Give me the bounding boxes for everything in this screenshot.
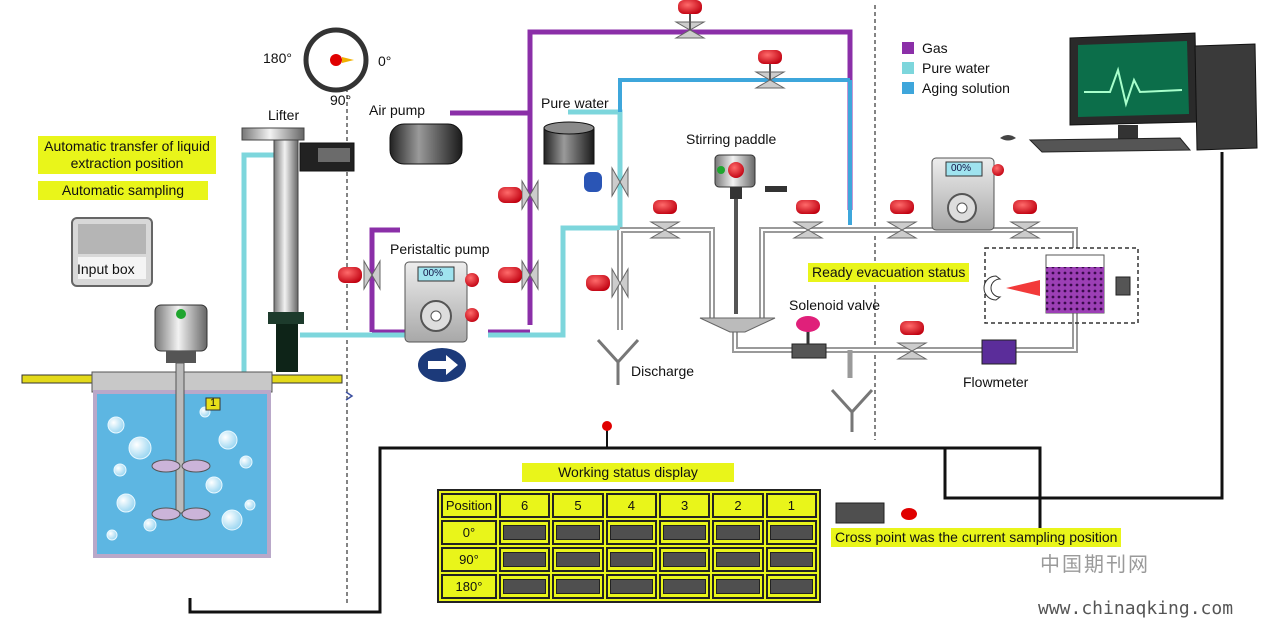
dial-angle-90: 90°	[330, 92, 352, 108]
table-cell	[499, 574, 551, 599]
flowmeter-label: Flowmeter	[963, 374, 1029, 390]
dial-angle-180: 180°	[263, 50, 292, 66]
input-box-label: Input box	[77, 261, 135, 277]
valve[interactable]	[886, 200, 918, 239]
table-col-header: 5	[552, 493, 604, 518]
discharge-symbol	[596, 338, 874, 432]
table-row-header: 0°	[441, 520, 497, 545]
cross-point-callout: Cross point was the current sampling pos…	[831, 528, 1122, 547]
peristaltic-pump-2[interactable]	[931, 157, 1004, 231]
table-row-header: 90°	[441, 547, 497, 572]
table-col-header: 3	[658, 493, 711, 518]
dial-angle-0: 0°	[378, 53, 392, 69]
legend-pure-water: Pure water	[902, 60, 990, 76]
discharge-label: Discharge	[631, 363, 695, 379]
table-col-header: 4	[605, 493, 657, 518]
legend-gas: Gas	[902, 40, 948, 56]
table-cell	[712, 547, 764, 572]
table-col-header: 1	[765, 493, 817, 518]
valve[interactable]	[1009, 200, 1041, 239]
table-cell	[605, 547, 657, 572]
pure-water-label: Pure water	[541, 95, 609, 111]
valve[interactable]	[498, 259, 539, 291]
valve[interactable]	[754, 50, 786, 89]
air-pump	[389, 123, 463, 165]
legend-sampling-dot	[901, 508, 917, 520]
peristaltic-pump[interactable]	[404, 261, 479, 382]
pump-display-value: 00%	[423, 268, 444, 279]
lifter-label: Lifter	[268, 107, 300, 123]
valve[interactable]	[792, 200, 824, 239]
air-pump-label: Air pump	[369, 102, 426, 118]
table-cell	[605, 520, 657, 545]
ready-evacuation-callout: Ready evacuation status	[808, 263, 970, 282]
mixing-funnel	[699, 317, 776, 333]
table-row-header: 180°	[441, 574, 497, 599]
input-box[interactable]	[71, 217, 153, 287]
valve[interactable]	[338, 259, 381, 291]
table-cell	[658, 574, 711, 599]
valve[interactable]	[584, 166, 629, 198]
stirring-paddle	[714, 154, 787, 314]
table-corner: Position	[441, 493, 497, 518]
legend-swatch	[902, 42, 914, 54]
valve[interactable]	[498, 179, 539, 211]
table-cell	[765, 520, 817, 545]
valve[interactable]	[649, 200, 681, 239]
table-cell	[765, 574, 817, 599]
valve[interactable]	[674, 0, 706, 39]
table-cell	[552, 547, 604, 572]
table-cell	[552, 574, 604, 599]
sampling-tank	[21, 304, 343, 558]
status-table: Position 6 5 4 3 2 1 0° 90° 180°	[437, 489, 821, 603]
table-cell	[712, 574, 764, 599]
valve[interactable]	[586, 267, 629, 299]
legend-swatch	[902, 62, 914, 74]
legend-swatch	[902, 82, 914, 94]
angle-dial[interactable]	[303, 27, 369, 93]
computer	[1000, 32, 1258, 153]
lifter	[241, 127, 355, 372]
auto-sampling-callout: Automatic sampling	[38, 181, 208, 200]
table-col-header: 6	[499, 493, 551, 518]
pure-water-tank	[543, 121, 595, 165]
stirring-paddle-label: Stirring paddle	[686, 131, 777, 147]
table-cell	[765, 547, 817, 572]
table-cell	[499, 547, 551, 572]
aging-pipes	[618, 78, 850, 112]
evacuation-box	[983, 247, 1139, 324]
table-col-header: 2	[712, 493, 764, 518]
wire-probe-dot	[602, 421, 612, 431]
legend-aging-solution: Aging solution	[902, 80, 1010, 96]
table-cell	[605, 574, 657, 599]
computer-wire	[943, 152, 1224, 500]
valve[interactable]	[896, 321, 928, 360]
table-cell	[658, 547, 711, 572]
watermark-url: www.chinaqking.com	[1038, 598, 1234, 619]
watermark-cn: 中国期刊网	[1040, 552, 1150, 576]
solenoid-valve[interactable]	[791, 316, 827, 359]
table-cell	[552, 520, 604, 545]
peristaltic-pump-label: Peristaltic pump	[390, 241, 490, 257]
table-cell	[658, 520, 711, 545]
table-cell	[499, 520, 551, 545]
solenoid-valve-label: Solenoid valve	[789, 297, 881, 313]
legend-position-swatch	[835, 502, 885, 524]
working-status-title: Working status display	[522, 463, 734, 482]
flowmeter	[981, 339, 1017, 365]
position-marker: 1	[210, 397, 217, 409]
auto-transfer-callout: Automatic transfer of liquid extraction …	[38, 136, 216, 174]
control-wire	[188, 446, 1042, 614]
table-cell	[712, 520, 764, 545]
pump2-display-value: 00%	[951, 163, 972, 174]
